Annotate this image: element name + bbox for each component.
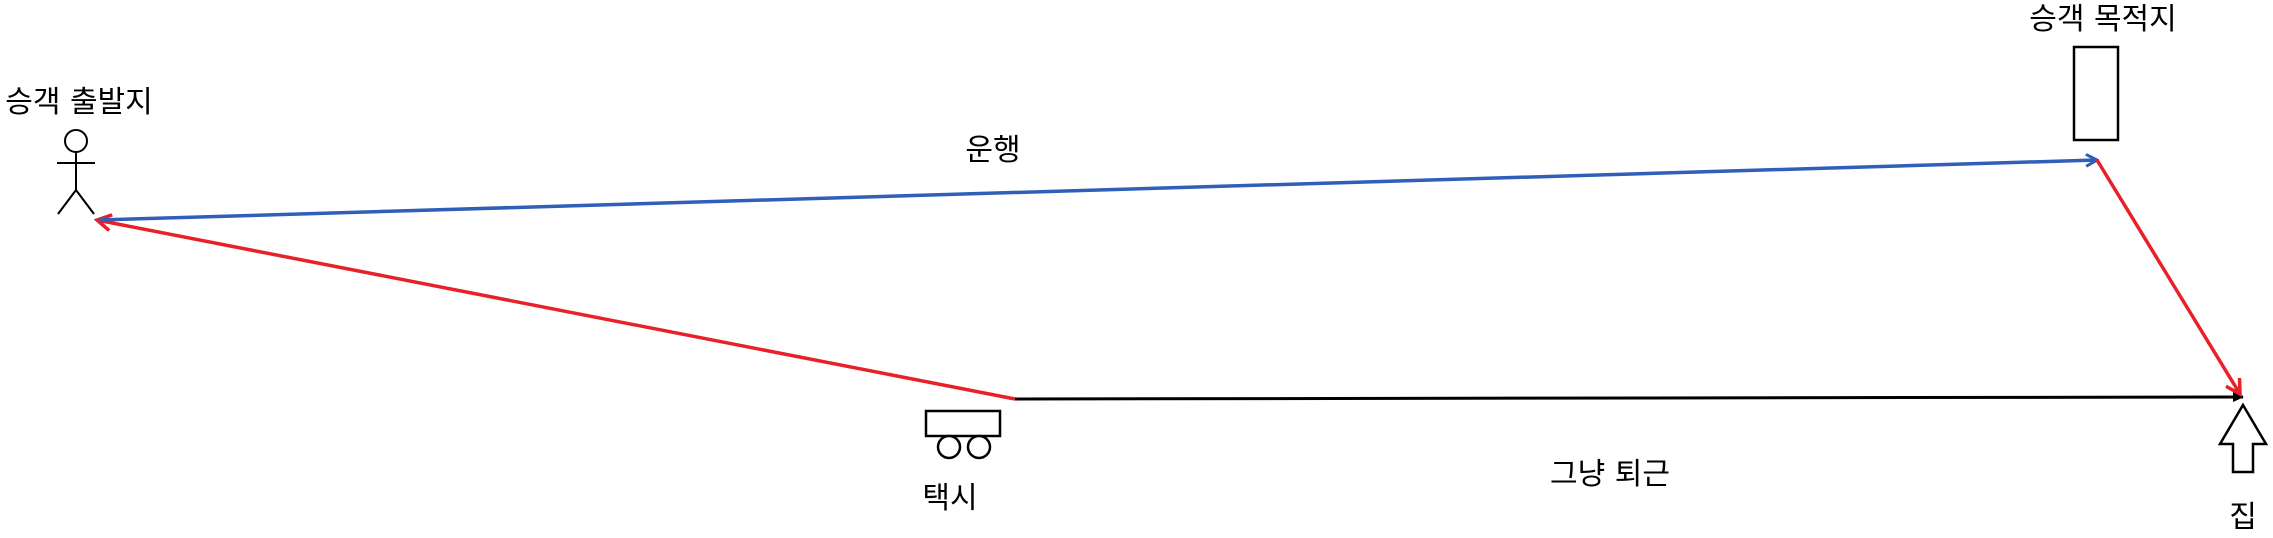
pickup-route-line xyxy=(97,220,1016,401)
car-icon xyxy=(924,409,1002,460)
destination-label: 승객 목적지 xyxy=(2029,2,2177,37)
building-icon xyxy=(2072,45,2120,142)
origin-label: 승객 출발지 xyxy=(5,85,153,120)
commute-label: 그냥 퇴근 xyxy=(1550,457,1670,492)
person-icon xyxy=(57,129,95,215)
commute-route-line xyxy=(1014,392,2244,403)
drive-route-line xyxy=(98,160,2097,222)
house-arrow-icon xyxy=(2217,402,2269,474)
return-home-route-line xyxy=(2095,159,2240,394)
drive-label: 운행 xyxy=(965,133,1020,168)
home-label: 집 xyxy=(2229,500,2257,535)
taxi-label: 택시 xyxy=(922,481,977,516)
